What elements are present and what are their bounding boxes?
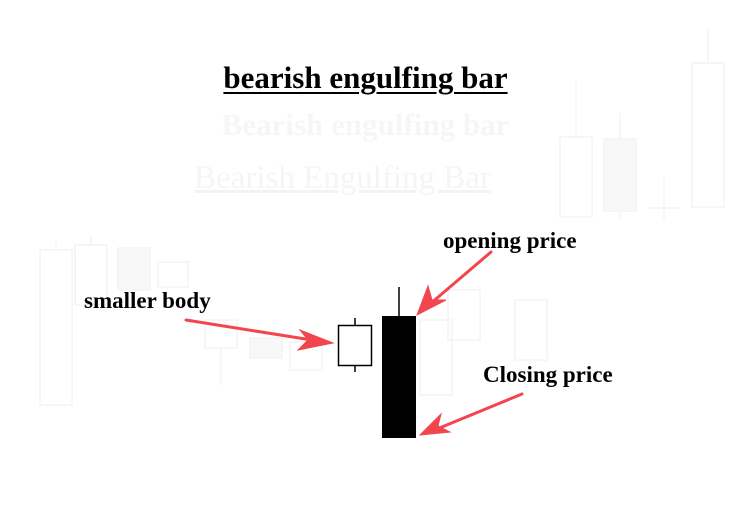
- arrow-to-closing-price: [418, 392, 524, 436]
- arrow-to-opening-price: [416, 250, 493, 317]
- label-closing-price: Closing price: [483, 362, 613, 387]
- label-opening-price: opening price: [443, 228, 577, 253]
- ghost-title-1: Bearish engulfing bar: [221, 107, 510, 142]
- label-smaller-body: smaller body: [84, 288, 211, 313]
- large-bearish-candle: [382, 287, 416, 438]
- small-bullish-candle: [337, 318, 373, 372]
- diagram-title: bearish engulfing bar: [223, 60, 508, 95]
- arrow-to-small-candle: [184, 318, 335, 351]
- ghost-title-2: Bearish Engulfing Bar: [194, 160, 491, 196]
